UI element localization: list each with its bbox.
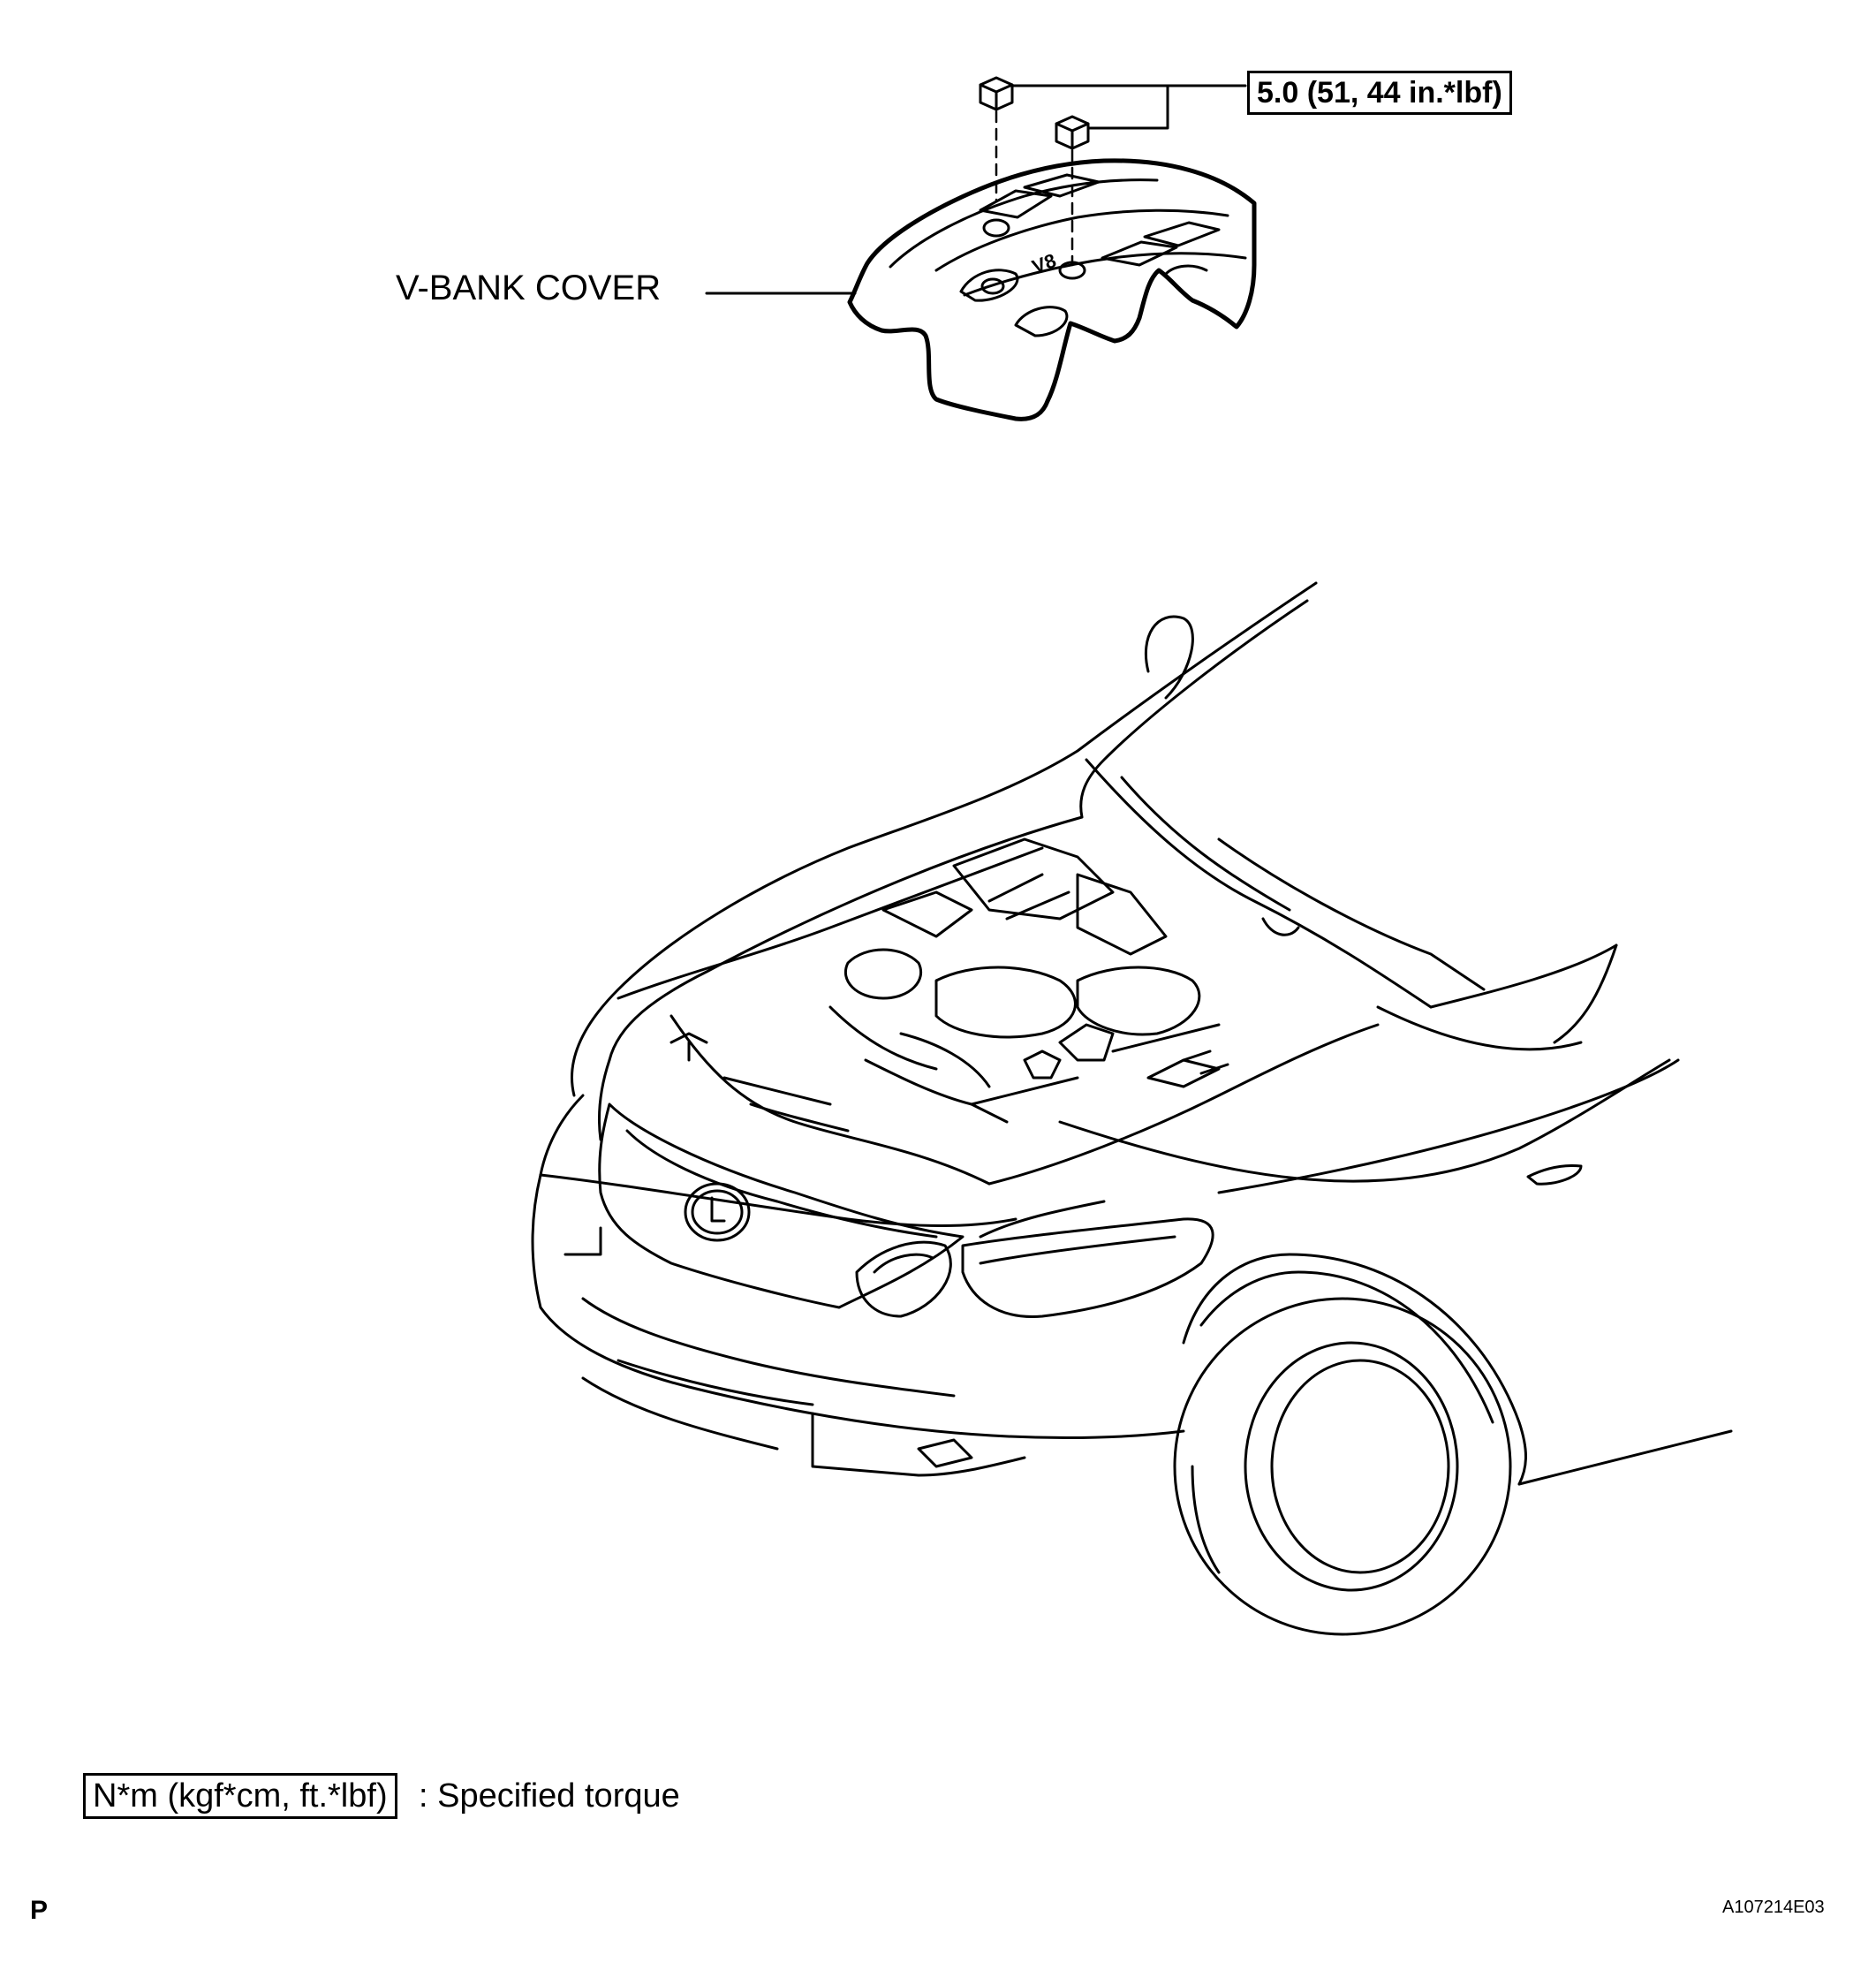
page-marker: P (30, 1896, 49, 1925)
headlight-right (961, 1217, 1214, 1318)
bolt-2 (1055, 115, 1090, 150)
headlight-left (855, 1240, 952, 1318)
legend-torque-units-box: N*m (kgf*cm, ft.*lbf) (83, 1773, 397, 1819)
torque-specification-box: 5.0 (51, 44 in.*lbf) (1247, 71, 1512, 115)
grille-shape (598, 1102, 964, 1309)
part-label-v-bank-cover: V-BANK COVER (396, 269, 662, 307)
front-wheel-rim (1244, 1341, 1459, 1592)
wheel-arch (1182, 1253, 1527, 1486)
torque-leader-line (1010, 84, 1247, 130)
bolt-1 (979, 76, 1014, 111)
car-illustration (531, 581, 1733, 1636)
front-wheel-tire (1173, 1297, 1512, 1636)
legend-description: : Specified torque (419, 1777, 680, 1815)
figure-code: A107214E03 (1722, 1898, 1825, 1917)
v-bank-cover-shape (847, 158, 1257, 421)
lexus-emblem-icon (684, 1182, 751, 1242)
